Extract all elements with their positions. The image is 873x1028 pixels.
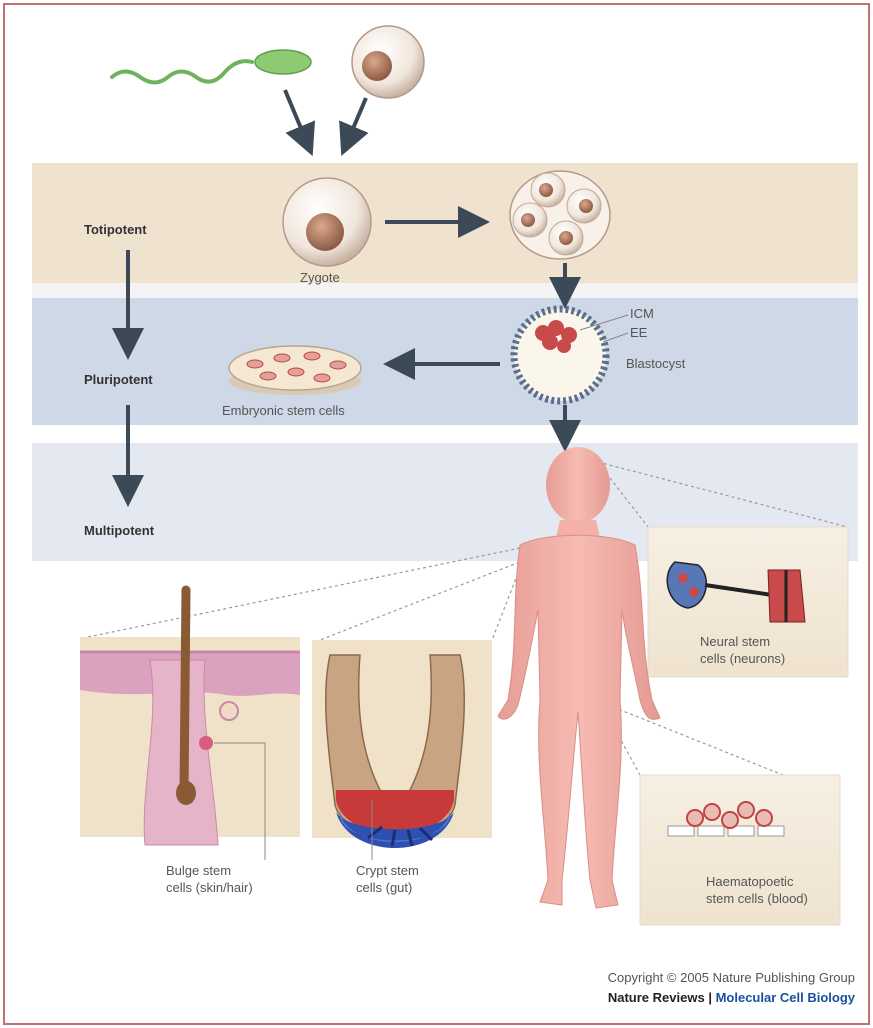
label-ee: EE xyxy=(630,325,647,340)
journal-name: Nature Reviews xyxy=(608,990,705,1005)
label-neural-line2: cells (neurons) xyxy=(700,650,785,667)
gut-panel xyxy=(312,640,492,860)
journal-line: Nature Reviews | Molecular Cell Biology xyxy=(608,988,855,1008)
label-crypt-stem-cells: Crypt stem cells (gut) xyxy=(356,862,419,896)
arrow-egg xyxy=(346,98,366,145)
label-zygote: Zygote xyxy=(300,270,340,285)
level-totipotent: Totipotent xyxy=(84,222,147,237)
label-crypt-line2: cells (gut) xyxy=(356,879,419,896)
label-crypt-line1: Crypt stem xyxy=(356,862,419,879)
label-icm: ICM xyxy=(630,306,654,321)
sperm-cell xyxy=(112,50,311,83)
egg-cell xyxy=(352,26,424,98)
level-multipotent: Multipotent xyxy=(84,523,154,538)
label-neural-line1: Neural stem xyxy=(700,633,785,650)
skin-panel xyxy=(80,590,300,860)
label-bulge-line2: cells (skin/hair) xyxy=(166,879,253,896)
level-pluripotent: Pluripotent xyxy=(84,372,153,387)
journal-section: Molecular Cell Biology xyxy=(716,990,855,1005)
label-blastocyst: Blastocyst xyxy=(626,356,685,371)
morula-cluster xyxy=(510,171,610,259)
zygote-cell xyxy=(283,178,371,266)
label-embryonic-stem-cells: Embryonic stem cells xyxy=(222,403,345,418)
label-haem-line1: Haematopoetic xyxy=(706,873,808,890)
label-neural-stem-cells: Neural stem cells (neurons) xyxy=(700,633,785,667)
journal-separator: | xyxy=(708,990,712,1005)
petri-dish xyxy=(229,346,361,395)
arrow-sperm xyxy=(285,90,308,145)
label-bulge-stem-cells: Bulge stem cells (skin/hair) xyxy=(166,862,253,896)
label-haem-line2: stem cells (blood) xyxy=(706,890,808,907)
copyright-credit: Copyright © 2005 Nature Publishing Group… xyxy=(608,968,855,1008)
label-bulge-line1: Bulge stem xyxy=(166,862,253,879)
band-pluripotent xyxy=(32,298,858,425)
label-haematopoietic-stem-cells: Haematopoetic stem cells (blood) xyxy=(706,873,808,907)
copyright-text: Copyright © 2005 Nature Publishing Group xyxy=(608,968,855,988)
